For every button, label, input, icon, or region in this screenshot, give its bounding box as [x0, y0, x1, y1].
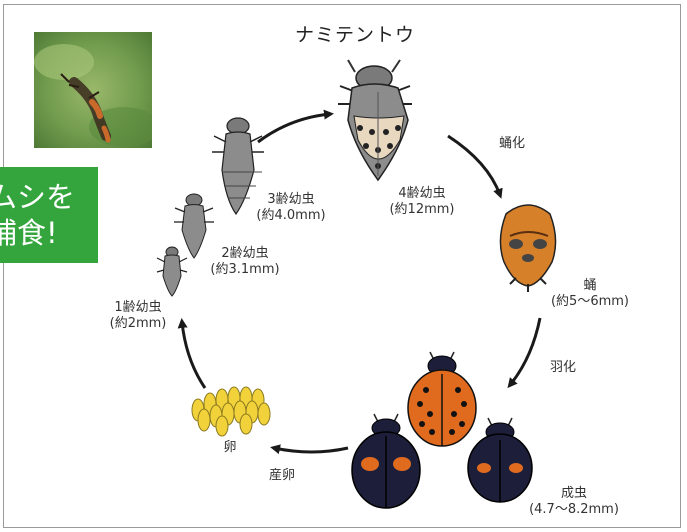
instar4-label: 4齢幼虫(約12mm)	[389, 186, 455, 217]
egg-label: 卵	[223, 440, 237, 455]
instar2-larva-icon	[174, 193, 214, 259]
callout-line-2: 捕食!	[0, 216, 58, 250]
larva-photo	[34, 32, 152, 148]
orange-adult-ladybug-icon	[407, 351, 477, 447]
adult-label: 成虫(4.7～8.2mm)	[529, 486, 619, 517]
arrow-instar4-to-pupa	[447, 134, 503, 199]
arrow-adult-to-egg	[270, 444, 349, 455]
instar3-larva-icon	[212, 117, 264, 216]
emergence-label: 羽化	[549, 360, 576, 375]
arrow-instar3-to-instar4	[257, 109, 334, 144]
oviposition-label: 産卵	[268, 468, 295, 483]
instar1-label: 1齢幼虫(約2mm)	[109, 300, 167, 331]
callout-line-1: ムシを	[0, 180, 76, 214]
instar4-larva-icon	[338, 59, 412, 182]
pupa-icon	[499, 204, 557, 292]
pupation-label: 蛹化	[498, 136, 525, 151]
species-title: ナミテントウ	[294, 24, 415, 46]
black-adult-ladybug-right-icon	[467, 417, 533, 503]
predation-callout: ムシを 捕食!	[0, 167, 98, 263]
instar2-label: 2齢幼虫(約3.1mm)	[210, 246, 280, 277]
arrow-pupa-to-adult	[507, 317, 542, 389]
black-adult-ladybug-left-icon	[351, 413, 421, 509]
instar1-larva-icon	[156, 246, 188, 297]
pupa-label: 蛹(約5～6mm)	[550, 278, 629, 309]
egg-cluster-icon	[191, 386, 271, 437]
arrow-egg-to-instar1	[177, 318, 207, 389]
instar3-label: 3齢幼虫(約4.0mm)	[256, 192, 326, 223]
